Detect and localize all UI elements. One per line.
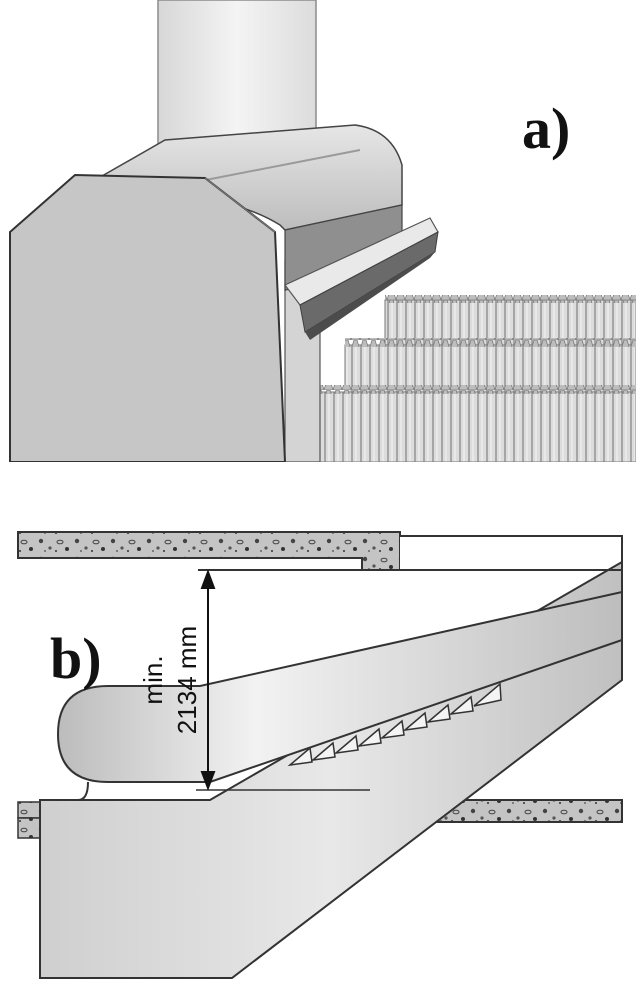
step-profile (287, 682, 502, 767)
escalator-steps (299, 295, 636, 462)
clearance-illustration: min. 2134 mm b) (17, 531, 623, 979)
balustrade-body (9, 173, 287, 462)
dimension-arrow (200, 569, 216, 791)
panel-a-label: a) (522, 96, 570, 161)
panel-b-clearance-section: min. 2134 mm b) (0, 500, 636, 982)
handrail-illustration: a) (9, 0, 636, 462)
dimension-line2: 2134 mm (172, 626, 202, 734)
dimension-line1: min. (138, 655, 168, 704)
panel-b-label: b) (50, 626, 102, 691)
panel-a-handrail-detail: a) (0, 0, 636, 462)
ceiling-slab (17, 531, 623, 571)
handrail-profile (56, 590, 623, 783)
dimension-label: min. 2134 mm (138, 626, 202, 734)
